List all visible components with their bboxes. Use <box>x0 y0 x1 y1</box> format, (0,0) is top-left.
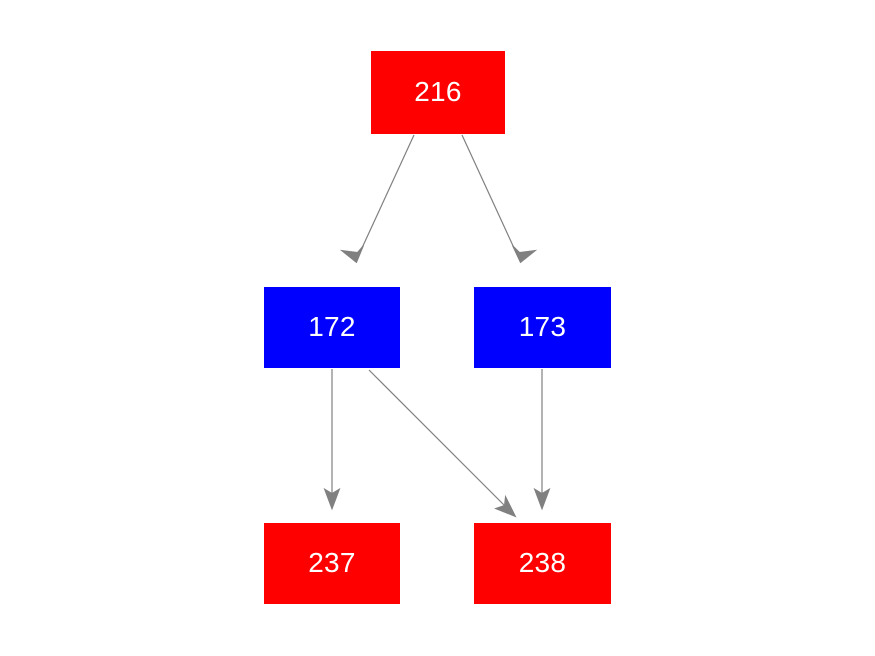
node-label-172: 172 <box>308 310 356 342</box>
graph-node-173[interactable]: 173 <box>474 287 611 368</box>
node-label-238: 238 <box>518 546 567 578</box>
graph-node-237[interactable]: 237 <box>264 523 400 604</box>
node-label-237: 237 <box>308 546 356 578</box>
edge-173-238 <box>533 369 551 511</box>
edge-216-172 <box>339 134 415 264</box>
edge-172-237 <box>323 369 341 511</box>
node-label-173: 173 <box>518 310 567 342</box>
graph-node-238[interactable]: 238 <box>474 523 611 604</box>
graph-node-216[interactable]: 216 <box>371 51 505 134</box>
node-label-216: 216 <box>414 75 462 107</box>
edge-172-238 <box>368 369 517 518</box>
graph-node-172[interactable]: 172 <box>264 287 400 368</box>
edge-216-173 <box>461 134 538 264</box>
